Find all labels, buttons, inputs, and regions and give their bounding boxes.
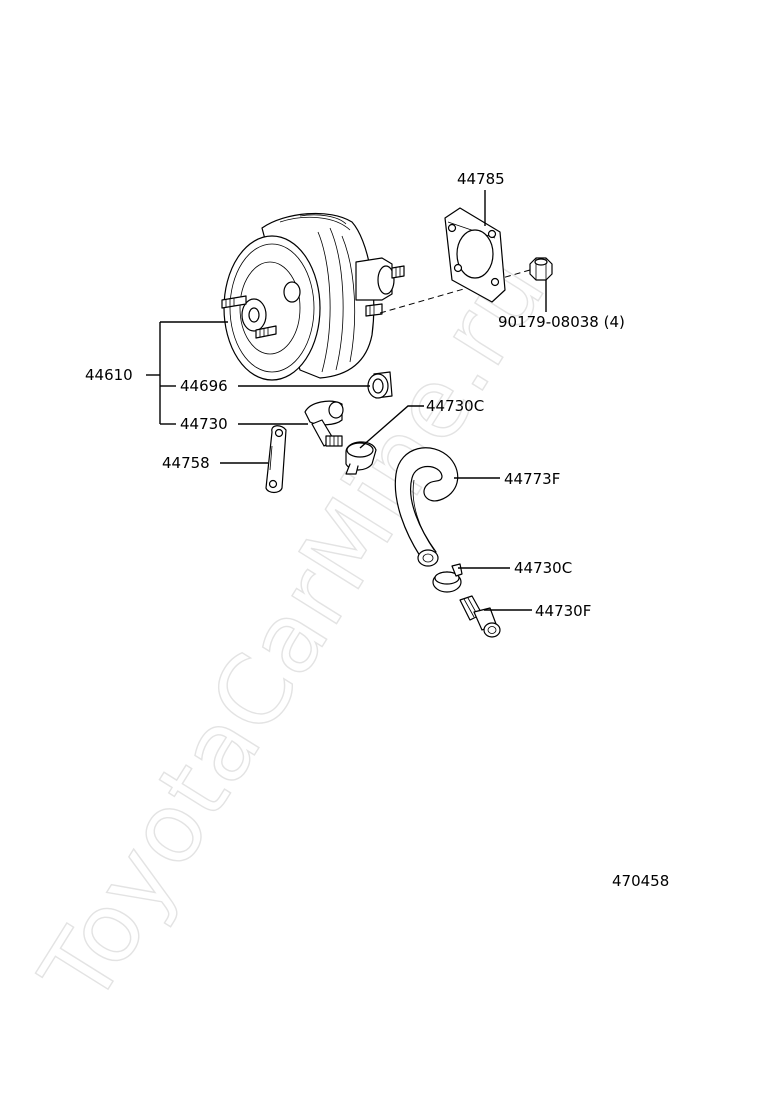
label-booster-assembly: 44610 xyxy=(85,366,133,384)
lower-clamp-drawing xyxy=(432,563,463,593)
label-union: 44730F xyxy=(535,602,591,620)
label-nut: 90179-08038 (4) xyxy=(498,313,625,331)
gasket-drawing xyxy=(444,207,506,303)
nut-drawing xyxy=(529,257,553,281)
label-bracket: 44758 xyxy=(162,454,210,472)
diagram-id: 470458 xyxy=(612,872,669,890)
label-grommet: 44696 xyxy=(180,377,228,395)
label-clamp-lower: 44730C xyxy=(514,559,572,577)
grommet-drawing xyxy=(367,371,393,399)
label-check-valve: 44730 xyxy=(180,415,228,433)
leader-lines xyxy=(146,190,547,611)
label-gasket: 44785 xyxy=(457,170,505,188)
bracket-drawing xyxy=(265,425,287,494)
union-drawing xyxy=(459,595,501,638)
upper-clamp-drawing xyxy=(345,441,377,475)
alignment-line xyxy=(379,269,531,314)
vacuum-hose-drawing xyxy=(394,447,459,567)
label-clamp-upper: 44730C xyxy=(426,397,484,415)
check-valve-drawing xyxy=(304,400,344,447)
label-vacuum-hose: 44773F xyxy=(504,470,560,488)
brake-booster-drawing xyxy=(221,212,405,381)
